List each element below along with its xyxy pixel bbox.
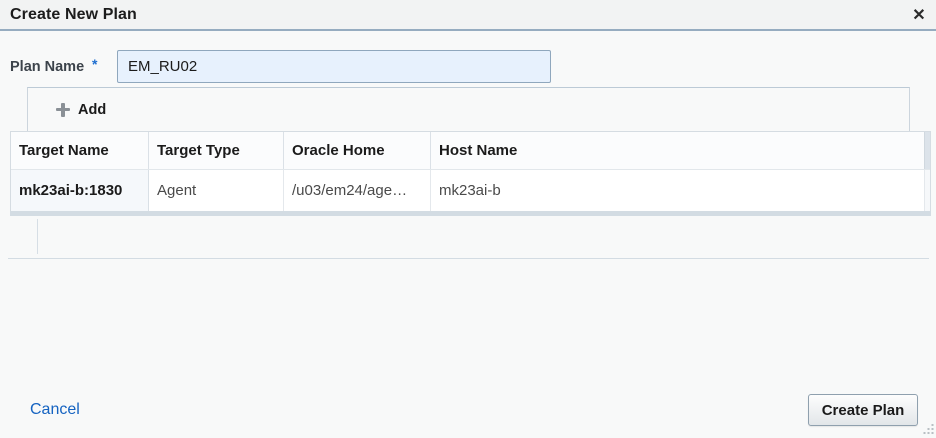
column-header-target-name[interactable]: Target Name [11,132,149,169]
create-plan-button[interactable]: Create Plan [808,394,918,426]
resize-grip-icon[interactable] [919,420,935,436]
column-header-host-name[interactable]: Host Name [439,142,518,159]
plan-name-label: Plan Name [10,59,85,75]
targets-toolbar: Add [27,87,910,131]
panel-edge-line [37,219,38,254]
dialog-title: Create New Plan [10,5,137,23]
section-divider [8,258,929,259]
cell-target-name[interactable]: mk23ai-b:1830 [11,170,149,211]
close-icon[interactable]: ✕ [912,6,926,24]
cancel-link[interactable]: Cancel [30,401,80,418]
cell-target-type[interactable]: Agent [149,170,284,211]
table-row[interactable]: mk23ai-b:1830 Agent /u03/em24/age… mk23a… [11,169,930,211]
table-scrollbar-gutter [924,132,930,169]
column-header-target-type[interactable]: Target Type [149,132,284,169]
horizontal-scrollbar[interactable] [10,211,931,216]
cell-host-name[interactable]: mk23ai-b [439,182,501,199]
plan-name-input[interactable] [117,50,551,83]
targets-table: Target Name Target Type Oracle Home Host… [10,131,931,212]
table-header-row: Target Name Target Type Oracle Home Host… [11,132,930,169]
table-scrollbar-gutter [924,170,930,211]
add-button-label: Add [78,101,107,118]
add-button[interactable]: Add [56,102,106,118]
required-asterisk: * [92,56,98,72]
cell-oracle-home[interactable]: /u03/em24/age… [284,170,431,211]
dialog-titlebar: Create New Plan ✕ [0,0,936,31]
plus-icon [56,102,70,117]
column-header-oracle-home[interactable]: Oracle Home [284,132,431,169]
